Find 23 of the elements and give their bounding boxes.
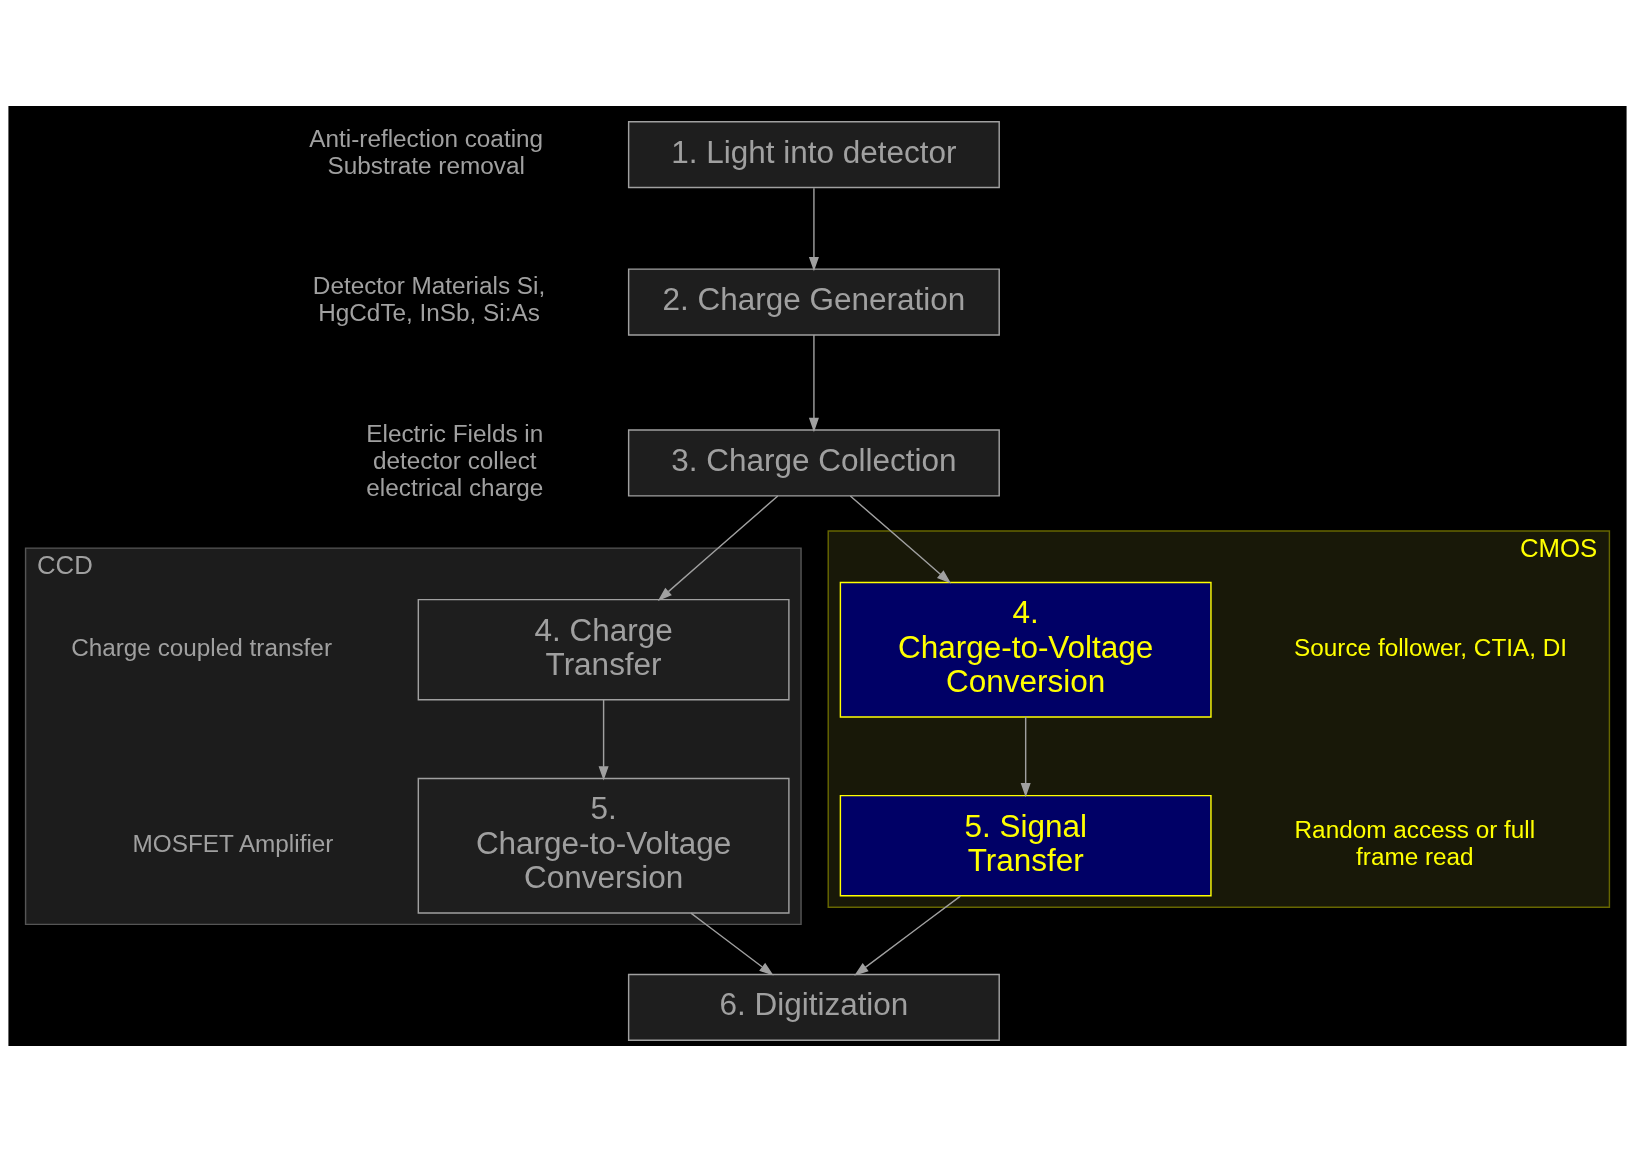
arrow bbox=[598, 698, 609, 781]
node-label: MOSFET Amplifier bbox=[132, 829, 334, 857]
node-box: 5. Charge-to-Voltage Conversion bbox=[417, 777, 790, 914]
arrow bbox=[849, 494, 952, 583]
node-box: 1. Light into detector bbox=[627, 120, 1000, 188]
node-box: 5. Signal Transfer bbox=[839, 794, 1212, 896]
arrow bbox=[854, 894, 962, 976]
node-label: Source follower, CTIA, DI bbox=[1294, 633, 1568, 661]
node-label: Electric Fields in detector collect electrical charge bbox=[366, 419, 544, 501]
node-box: 4. Charge-to-Voltage Conversion bbox=[839, 581, 1212, 718]
arrow bbox=[690, 911, 774, 975]
node-box: 4. Charge Transfer bbox=[417, 598, 790, 700]
arrow bbox=[808, 333, 819, 432]
node-label: Random access or full frame read bbox=[1294, 815, 1536, 870]
arrow bbox=[808, 186, 819, 271]
arrow bbox=[657, 494, 779, 601]
node-box: 2. Charge Generation bbox=[627, 267, 1000, 336]
node-box: 3. Charge Collection bbox=[627, 428, 1000, 497]
node-label: Anti-reflection coating Substrate removal bbox=[309, 124, 544, 179]
node-label: Charge coupled transfer bbox=[71, 633, 332, 661]
node-box: 6. Digitization bbox=[627, 973, 1000, 1041]
node-label: Detector Materials Si, HgCdTe, InSb, Si:As bbox=[312, 271, 546, 326]
arrow bbox=[1020, 715, 1031, 797]
